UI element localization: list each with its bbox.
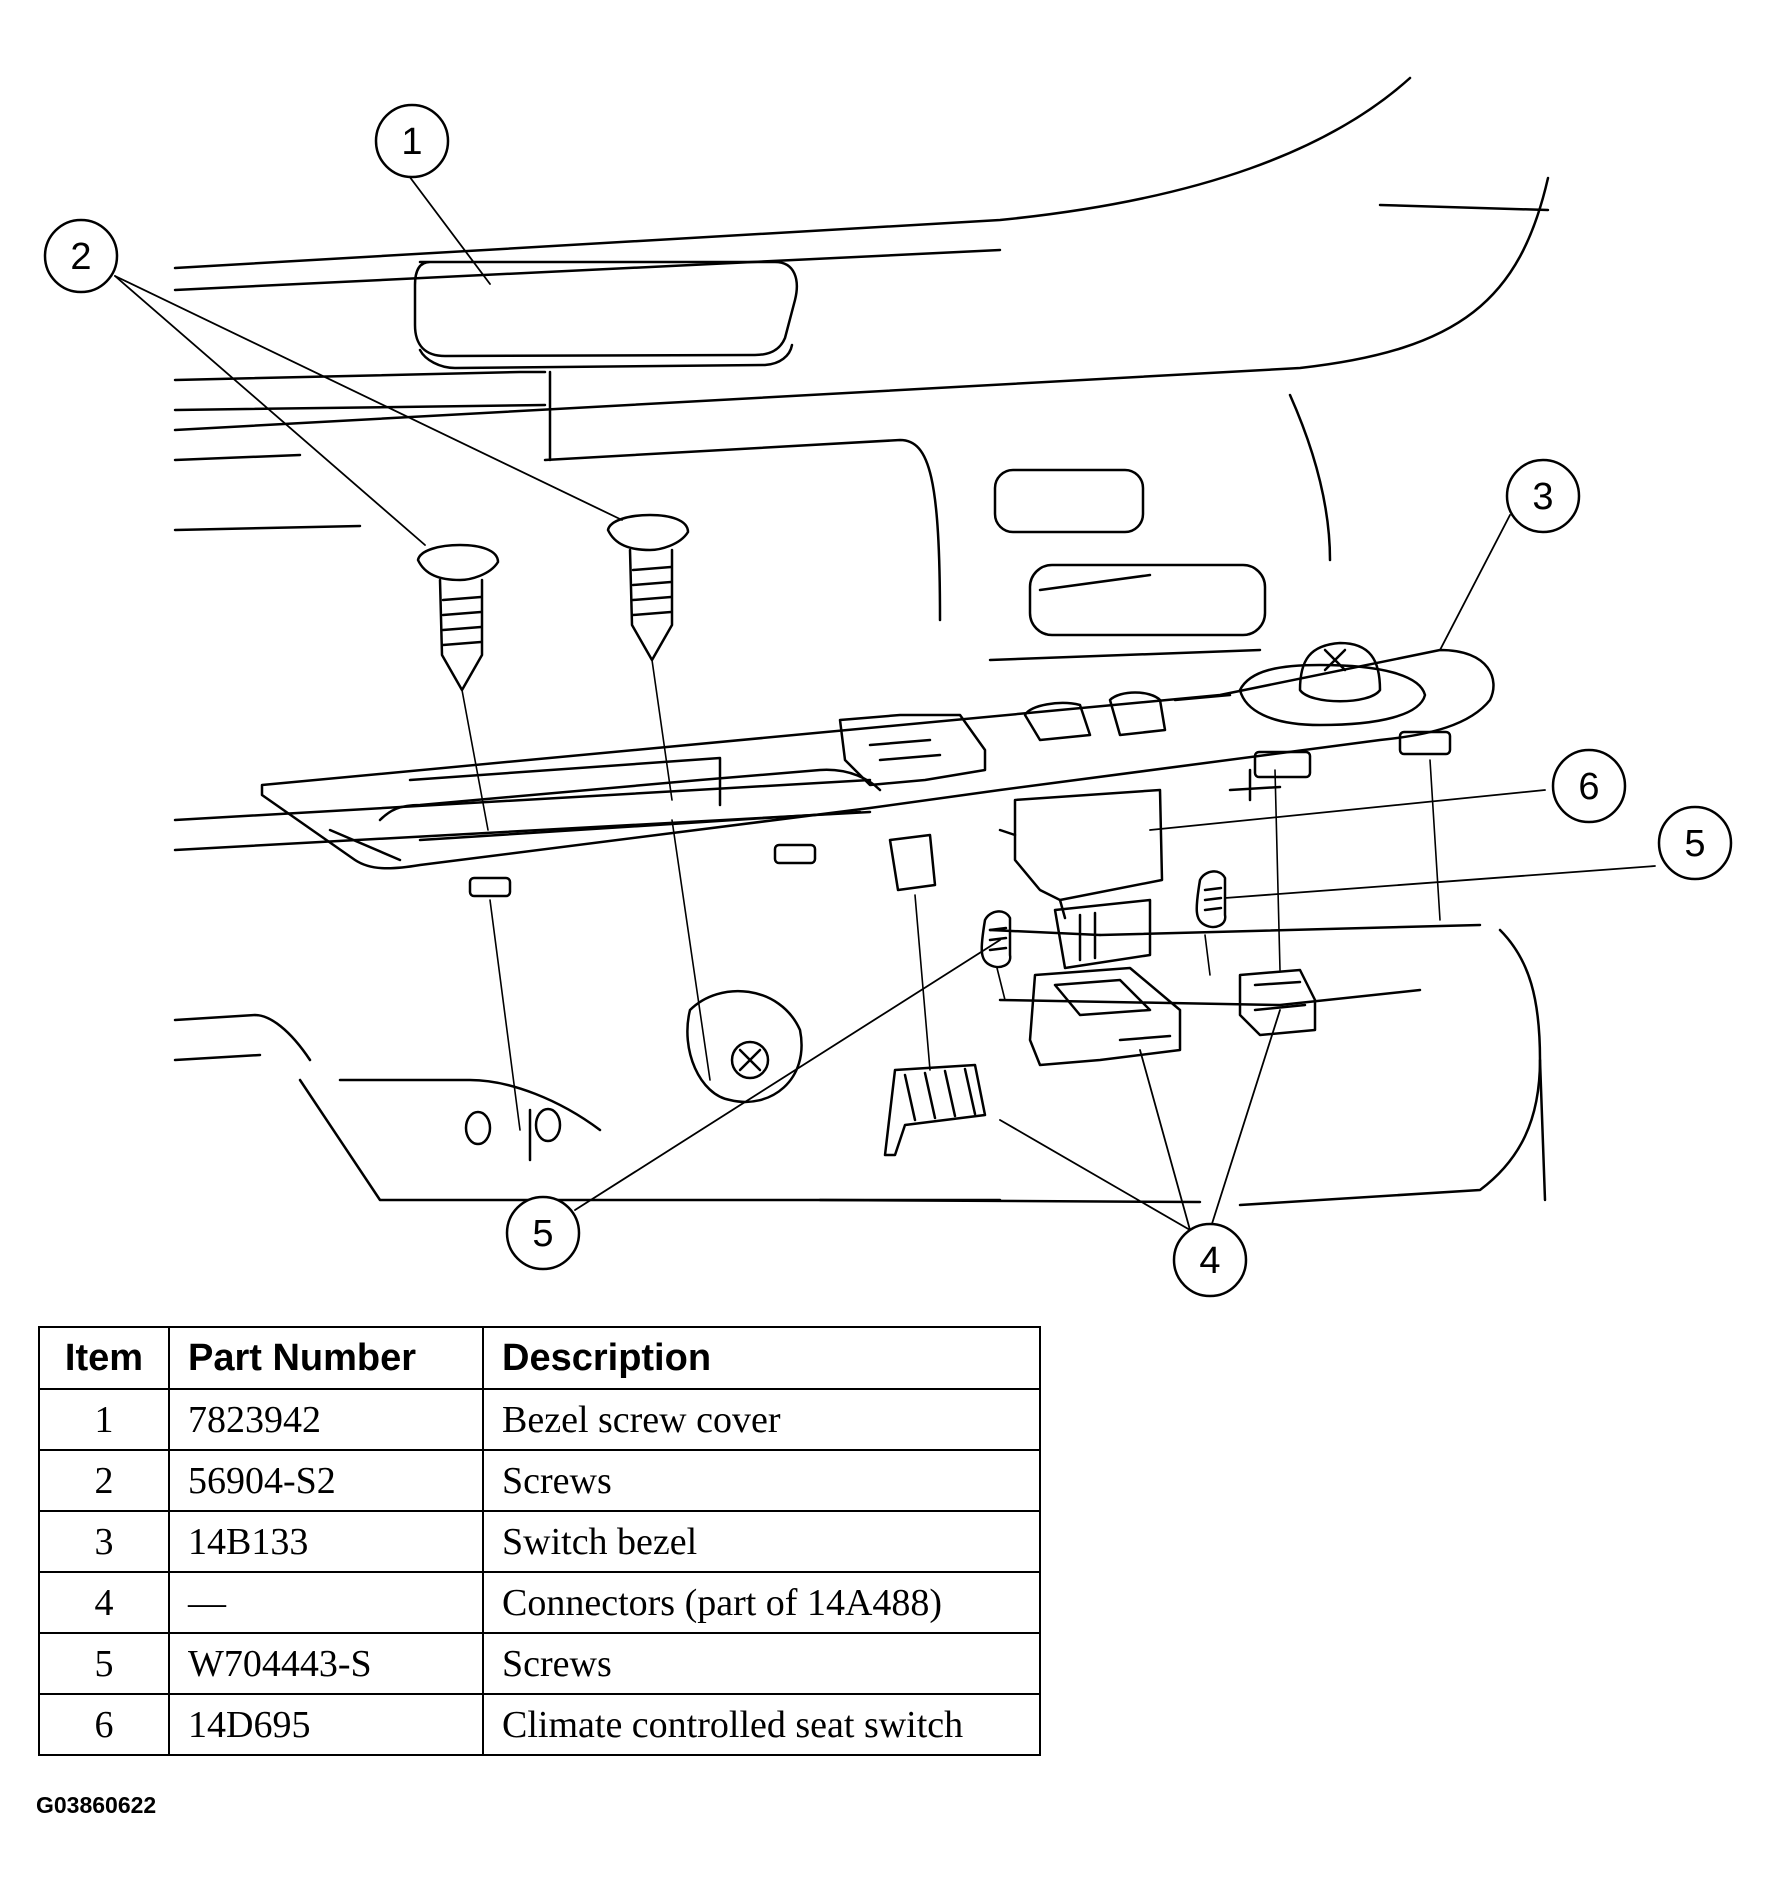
exploded-view-drawing: 1 2 3 6 5 5 4 bbox=[43, 76, 1733, 1298]
callout-5-right: 5 bbox=[1684, 823, 1705, 865]
door-panel-outline bbox=[173, 76, 1550, 1207]
cell-description: Climate controlled seat switch bbox=[482, 1693, 1041, 1756]
callout-6: 6 bbox=[1578, 766, 1599, 808]
table-row: 3 14B133 Switch bezel bbox=[38, 1510, 1041, 1573]
callout-labels: 1 2 3 6 5 5 4 bbox=[70, 121, 1705, 1282]
cell-description: Connectors (part of 14A488) bbox=[482, 1571, 1041, 1634]
table-row: 6 14D695 Climate controlled seat switch bbox=[38, 1693, 1041, 1756]
header-item: Item bbox=[38, 1326, 170, 1390]
cell-item: 5 bbox=[38, 1632, 170, 1695]
table-header-row: Item Part Number Description bbox=[38, 1326, 1041, 1390]
bezel-screw-cover bbox=[413, 260, 799, 370]
cell-item: 1 bbox=[38, 1388, 170, 1451]
parts-table: Item Part Number Description 1 7823942 B… bbox=[38, 1326, 1041, 1756]
callout-leaders bbox=[114, 171, 1656, 1231]
cell-part-number: 14B133 bbox=[168, 1510, 484, 1573]
switch-bezel bbox=[260, 641, 1495, 898]
cell-item: 3 bbox=[38, 1510, 170, 1573]
callout-5-left: 5 bbox=[532, 1213, 553, 1255]
table-row: 2 56904-S2 Screws bbox=[38, 1449, 1041, 1512]
cell-item: 2 bbox=[38, 1449, 170, 1512]
cell-part-number: 56904-S2 bbox=[168, 1449, 484, 1512]
cell-description: Bezel screw cover bbox=[482, 1388, 1041, 1451]
alignment-lines bbox=[461, 659, 1441, 1131]
cell-part-number: 7823942 bbox=[168, 1388, 484, 1451]
table-row: 5 W704443-S Screws bbox=[38, 1632, 1041, 1695]
table-row: 1 7823942 Bezel screw cover bbox=[38, 1388, 1041, 1451]
header-description: Description bbox=[482, 1326, 1041, 1390]
window-switches bbox=[838, 691, 1232, 787]
cell-part-number: 14D695 bbox=[168, 1693, 484, 1756]
bezel-screws bbox=[416, 513, 690, 692]
climate-seat-switch bbox=[998, 788, 1164, 970]
connectors bbox=[883, 768, 1317, 1157]
cell-description: Screws bbox=[482, 1632, 1041, 1695]
table-row: 4 — Connectors (part of 14A488) bbox=[38, 1571, 1041, 1634]
callout-4: 4 bbox=[1199, 1240, 1220, 1282]
cell-item: 4 bbox=[38, 1571, 170, 1634]
cell-part-number: — bbox=[168, 1571, 484, 1634]
header-part-number: Part Number bbox=[168, 1326, 484, 1390]
cell-description: Switch bezel bbox=[482, 1510, 1041, 1573]
callout-3: 3 bbox=[1532, 476, 1553, 518]
switch-screws bbox=[980, 870, 1227, 969]
callout-circles bbox=[43, 103, 1733, 1298]
callout-1: 1 bbox=[401, 121, 422, 163]
cell-part-number: W704443-S bbox=[168, 1632, 484, 1695]
figure-code: G03860622 bbox=[36, 1792, 157, 1818]
cell-item: 6 bbox=[38, 1693, 170, 1756]
callout-2: 2 bbox=[70, 236, 91, 278]
cell-description: Screws bbox=[482, 1449, 1041, 1512]
panel-details bbox=[464, 468, 1267, 1162]
